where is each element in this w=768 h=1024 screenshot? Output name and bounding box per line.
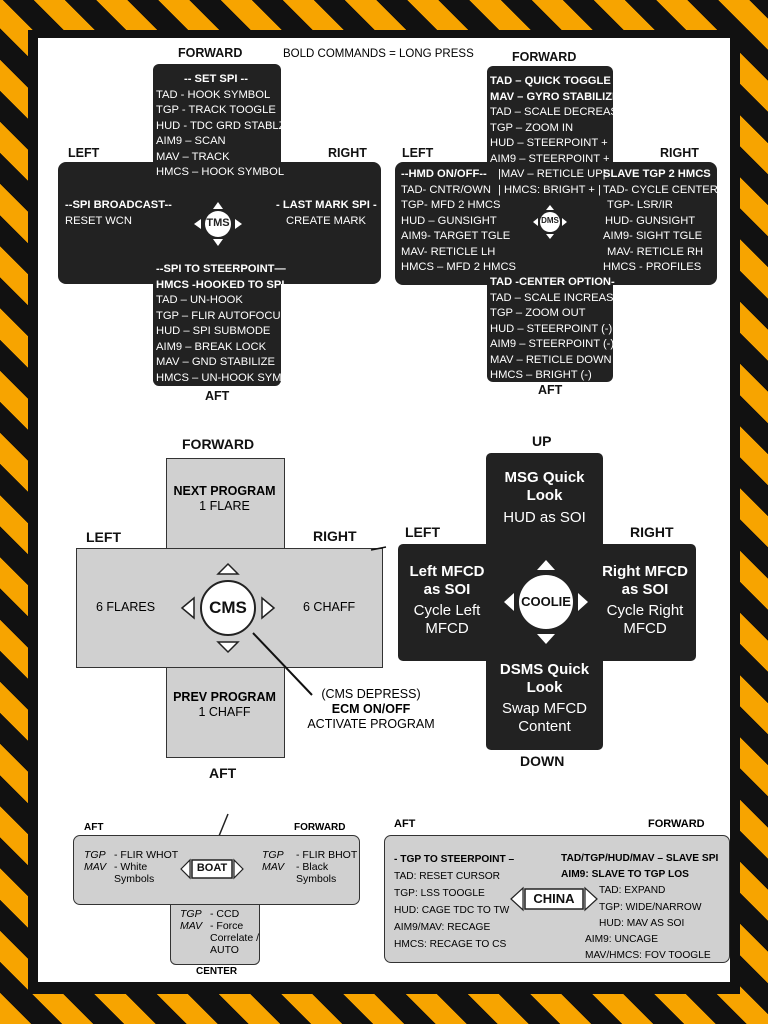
cms-center-label: CMS <box>209 598 247 617</box>
boat-center-label-text: CENTER <box>196 966 238 977</box>
coolie-left-text: Left MFCD as SOI Cycle Left MFCD <box>409 563 485 637</box>
coolie-right-text: Right MFCD as SOI Cycle Right MFCD <box>602 563 688 637</box>
tms-aft-label: AFT <box>205 389 230 403</box>
boat-aft-label: AFT <box>84 822 104 833</box>
boat-hat[interactable]: BOAT <box>180 857 244 881</box>
dms-forward-label: FORWARD <box>512 50 577 64</box>
coolie-up-text: MSG Quick Look HUD as SOI <box>503 469 586 526</box>
tms-left-label: LEFT <box>68 146 100 160</box>
china-forward-label: FORWARD <box>648 818 705 830</box>
coolie-center-label: COOLIE <box>521 594 571 609</box>
cms-left-label: LEFT <box>86 529 121 545</box>
coolie-down-text: DSMS Quick Look Swap MFCD Content <box>499 661 590 735</box>
china-center-label: CHINA <box>533 891 575 906</box>
tms-down-text: --SPI TO STEERPOINT— HMCS -HOOKED TO SPI… <box>156 263 288 384</box>
dms-hat[interactable]: DMS <box>532 204 568 240</box>
cms-forward-label: FORWARD <box>182 436 255 452</box>
coolie-right-label: RIGHT <box>630 524 674 540</box>
cms-left-text: 6 FLARES <box>96 600 156 614</box>
cms-hat[interactable]: CMS <box>180 562 276 654</box>
boat-forward-label: FORWARD <box>294 822 346 833</box>
cms-aft-label: AFT <box>209 765 237 781</box>
boat-center-label: BOAT <box>196 862 228 874</box>
header-note: BOLD COMMANDS = LONG PRESS <box>283 48 474 60</box>
tms-center-label: TMS <box>206 217 230 229</box>
tms-right-label: RIGHT <box>328 146 367 160</box>
boat-right-text: TGP- FLIR BHOT MAV- Black Symbols <box>262 849 358 885</box>
dms-mid-text: |MAV – RETICLE UP|| HMCS: BRIGHT + | <box>498 168 606 196</box>
dms-right-label: RIGHT <box>660 146 699 160</box>
dms-left-label: LEFT <box>402 146 434 160</box>
china-hat[interactable]: CHINA <box>510 885 598 913</box>
cms-right-label: RIGHT <box>313 528 357 544</box>
cms-right-text: 6 CHAFF <box>303 600 356 614</box>
dms-right-text: SLAVE TGP 2 HMCS TAD- CYCLE CENTER TGP- … <box>603 168 718 273</box>
coolie-down-label: DOWN <box>520 753 565 769</box>
dms-center-label: DMS <box>541 216 559 225</box>
tms-right-text: - LAST MARK SPI -CREATE MARK <box>276 199 377 227</box>
dms-aft-label: AFT <box>538 383 563 397</box>
dms-down-text: TAD -CENTER OPTION- TAD – SCALE INCREASE… <box>490 276 621 381</box>
china-aft-label: AFT <box>394 818 416 830</box>
tms-left-text: --SPI BROADCAST--RESET WCN <box>65 199 172 227</box>
china-right-text: TAD/TGP/HUD/MAV – SLAVE SPI AIM9: SLAVE … <box>561 853 719 962</box>
tms-forward-label: FORWARD <box>178 46 243 60</box>
coolie-hat[interactable]: COOLIE <box>502 558 590 646</box>
boat-down-text: TGP- CCD MAV- Force Correlate / AUTO <box>180 908 260 956</box>
coolie-up-label: UP <box>532 433 552 449</box>
cms-depress-text: (CMS DEPRESS) ECM ON/OFF ACTIVATE PROGRA… <box>307 687 435 731</box>
coolie-left-label: LEFT <box>405 524 440 540</box>
boat-left-text: TGP- FLIR WHOT MAV- White Symbols <box>84 849 179 885</box>
tms-hat[interactable]: TMS <box>192 200 244 248</box>
